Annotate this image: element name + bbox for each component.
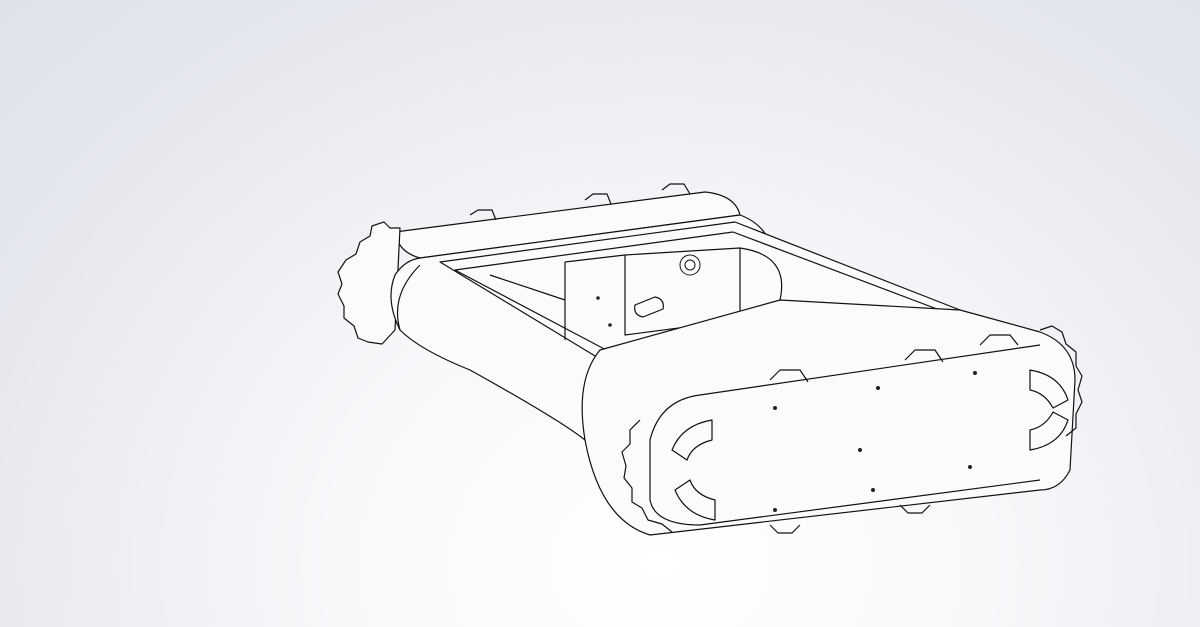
- front-track: [581, 299, 1083, 536]
- left-sprocket: [337, 221, 401, 345]
- panel-bolt-holes: [773, 371, 977, 512]
